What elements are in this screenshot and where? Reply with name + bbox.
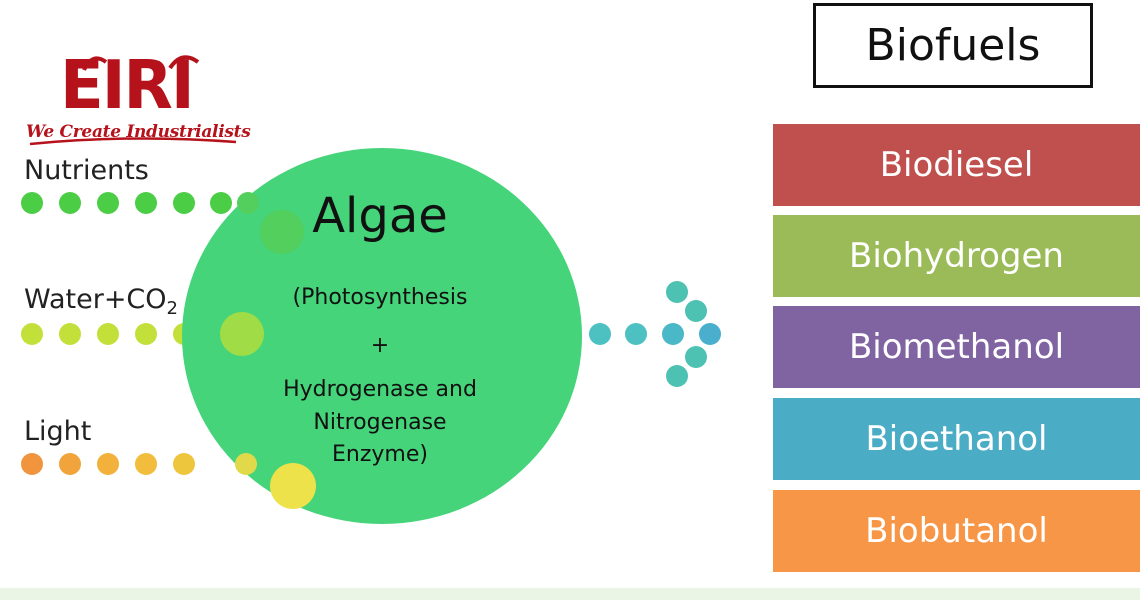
light-dot [21,453,43,475]
arrow-dot [699,323,721,345]
algae-line: Hydrogenase and [283,377,477,403]
eiri-logo: EIRI We Create Industrialists [22,48,252,158]
co2-subscript: 2 [166,298,178,319]
light-dot [97,453,119,475]
algae-description: (Photosynthesis + Hydrogenase and Nitrog… [255,285,505,467]
biofuel-biodiesel: Biodiesel [773,124,1140,206]
biofuel-bioethanol: Bioethanol [773,398,1140,480]
water-co2-dot [135,323,157,345]
nutrients-dot [173,192,195,214]
nutrients-dot [59,192,81,214]
biofuels-header: Biofuels [813,3,1093,88]
water-co2-text: Water+CO [24,284,167,315]
algae-title: Algae [312,188,448,244]
arrow-dot [666,365,688,387]
light-dot [135,453,157,475]
arrow-dot [625,323,647,345]
biofuel-biobutanol: Biobutanol [773,490,1140,572]
light-dot [59,453,81,475]
water-co2-dot [59,323,81,345]
water-co2-dot [97,323,119,345]
arrow-dot [666,281,688,303]
algae-line: + [370,333,390,359]
input-label-water-co2: Water+CO2 [24,284,178,318]
algae-line: Enzyme) [332,441,428,467]
nutrients-dot-row [21,192,232,214]
biofuel-biohydrogen: Biohydrogen [773,215,1140,297]
water-co2-dot [21,323,43,345]
nutrients-dot [21,192,43,214]
arrow-dot [685,346,707,368]
logo-swoosh-icon [29,55,237,146]
nutrients-dot-inner [237,192,259,214]
nutrients-dot [135,192,157,214]
water-co2-dot-large [220,312,264,356]
bottom-strip [0,588,1140,600]
nutrients-dot [97,192,119,214]
algae-line: (Photosynthesis [292,285,468,310]
light-dot-large [270,463,316,509]
arrow-dot [685,300,707,322]
light-dot-inner [235,453,257,475]
output-arrow [589,281,721,387]
nutrients-dot-large [260,210,304,254]
biofuel-biomethanol: Biomethanol [773,306,1140,388]
arrow-dot [589,323,611,345]
light-dot [173,453,195,475]
water-co2-dot-row [21,323,195,345]
logo-tagline: We Create Industrialists [26,122,251,142]
algae-line: Nitrogenase [313,409,447,435]
light-dot-row [21,453,195,475]
logo-wordmark: EIRI [60,47,195,125]
nutrients-dot [210,192,232,214]
input-label-nutrients: Nutrients [24,155,149,186]
input-label-light: Light [24,416,92,447]
arrow-dot [662,323,684,345]
